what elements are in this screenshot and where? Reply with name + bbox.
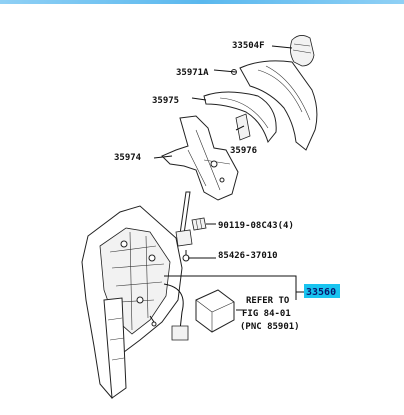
top-accent-bar bbox=[0, 0, 404, 4]
position-plate bbox=[161, 115, 239, 201]
refer-line-1: REFER TO bbox=[246, 296, 290, 306]
bolt bbox=[191, 217, 207, 231]
label-35974: 35974 bbox=[114, 153, 142, 163]
sensor bbox=[182, 250, 190, 262]
label-35976: 35976 bbox=[230, 146, 257, 156]
label-90119: 90119-08C43(4) bbox=[218, 221, 294, 231]
lever-housing bbox=[81, 205, 183, 399]
label-35971A: 35971A bbox=[176, 68, 209, 78]
indicator-plate bbox=[203, 91, 277, 144]
wire-harness bbox=[149, 283, 189, 341]
label-35975: 35975 bbox=[152, 96, 179, 106]
label-85426: 85426-37010 bbox=[218, 251, 278, 261]
shift-knob bbox=[290, 35, 315, 67]
control-module bbox=[195, 289, 235, 333]
refer-line-2: FIG 84-01 bbox=[242, 309, 291, 319]
refer-line-3: (PNC 85901) bbox=[240, 322, 300, 332]
highlight-33560-box[interactable] bbox=[304, 284, 340, 298]
label-33560[interactable]: 33560 bbox=[306, 287, 336, 298]
shift-lever bbox=[175, 191, 193, 247]
label-33504F: 33504F bbox=[232, 41, 265, 51]
